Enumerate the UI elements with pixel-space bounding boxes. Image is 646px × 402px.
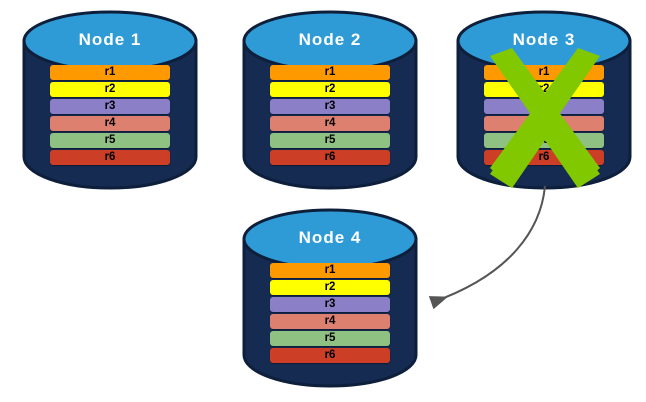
- node-3[interactable]: Node 3 r1 r2 r3 r4 r5 r6: [456, 10, 632, 190]
- node-1-row-r4[interactable]: r4: [50, 116, 170, 131]
- node-4-rows: r1 r2 r3 r4 r5 r6: [270, 263, 390, 363]
- node-1-row-r3[interactable]: r3: [50, 99, 170, 114]
- node-2-row-r5[interactable]: r5: [270, 133, 390, 148]
- node-3-row-r6[interactable]: r6: [484, 150, 604, 165]
- node-4-row-r3[interactable]: r3: [270, 297, 390, 312]
- node-4-row-r5[interactable]: r5: [270, 331, 390, 346]
- node-4[interactable]: Node 4 r1 r2 r3 r4 r5 r6: [242, 208, 418, 388]
- node-4-row-r1[interactable]: r1: [270, 263, 390, 278]
- node-4-row-r4[interactable]: r4: [270, 314, 390, 329]
- node-2[interactable]: Node 2 r1 r2 r3 r4 r5 r6: [242, 10, 418, 190]
- node-2-row-r2[interactable]: r2: [270, 82, 390, 97]
- node-1[interactable]: Node 1 r1 r2 r3 r4 r5 r6: [22, 10, 198, 190]
- node-2-row-r6[interactable]: r6: [270, 150, 390, 165]
- node-3-rows: r1 r2 r3 r4 r5 r6: [484, 65, 604, 165]
- node-2-rows: r1 r2 r3 r4 r5 r6: [270, 65, 390, 165]
- node-3-row-r1[interactable]: r1: [484, 65, 604, 80]
- node-1-row-r2[interactable]: r2: [50, 82, 170, 97]
- node-1-row-r1[interactable]: r1: [50, 65, 170, 80]
- node-3-row-r4[interactable]: r4: [484, 116, 604, 131]
- node-3-row-r5[interactable]: r5: [484, 133, 604, 148]
- node-4-row-r2[interactable]: r2: [270, 280, 390, 295]
- node-3-row-r2[interactable]: r2: [484, 82, 604, 97]
- failover-arrow-path: [428, 185, 546, 310]
- node-2-row-r3[interactable]: r3: [270, 99, 390, 114]
- node-2-row-r4[interactable]: r4: [270, 116, 390, 131]
- node-2-row-r1[interactable]: r1: [270, 65, 390, 80]
- node-3-row-r3[interactable]: r3: [484, 99, 604, 114]
- node-1-row-r5[interactable]: r5: [50, 133, 170, 148]
- node-4-row-r6[interactable]: r6: [270, 348, 390, 363]
- node-1-rows: r1 r2 r3 r4 r5 r6: [50, 65, 170, 165]
- node-1-row-r6[interactable]: r6: [50, 150, 170, 165]
